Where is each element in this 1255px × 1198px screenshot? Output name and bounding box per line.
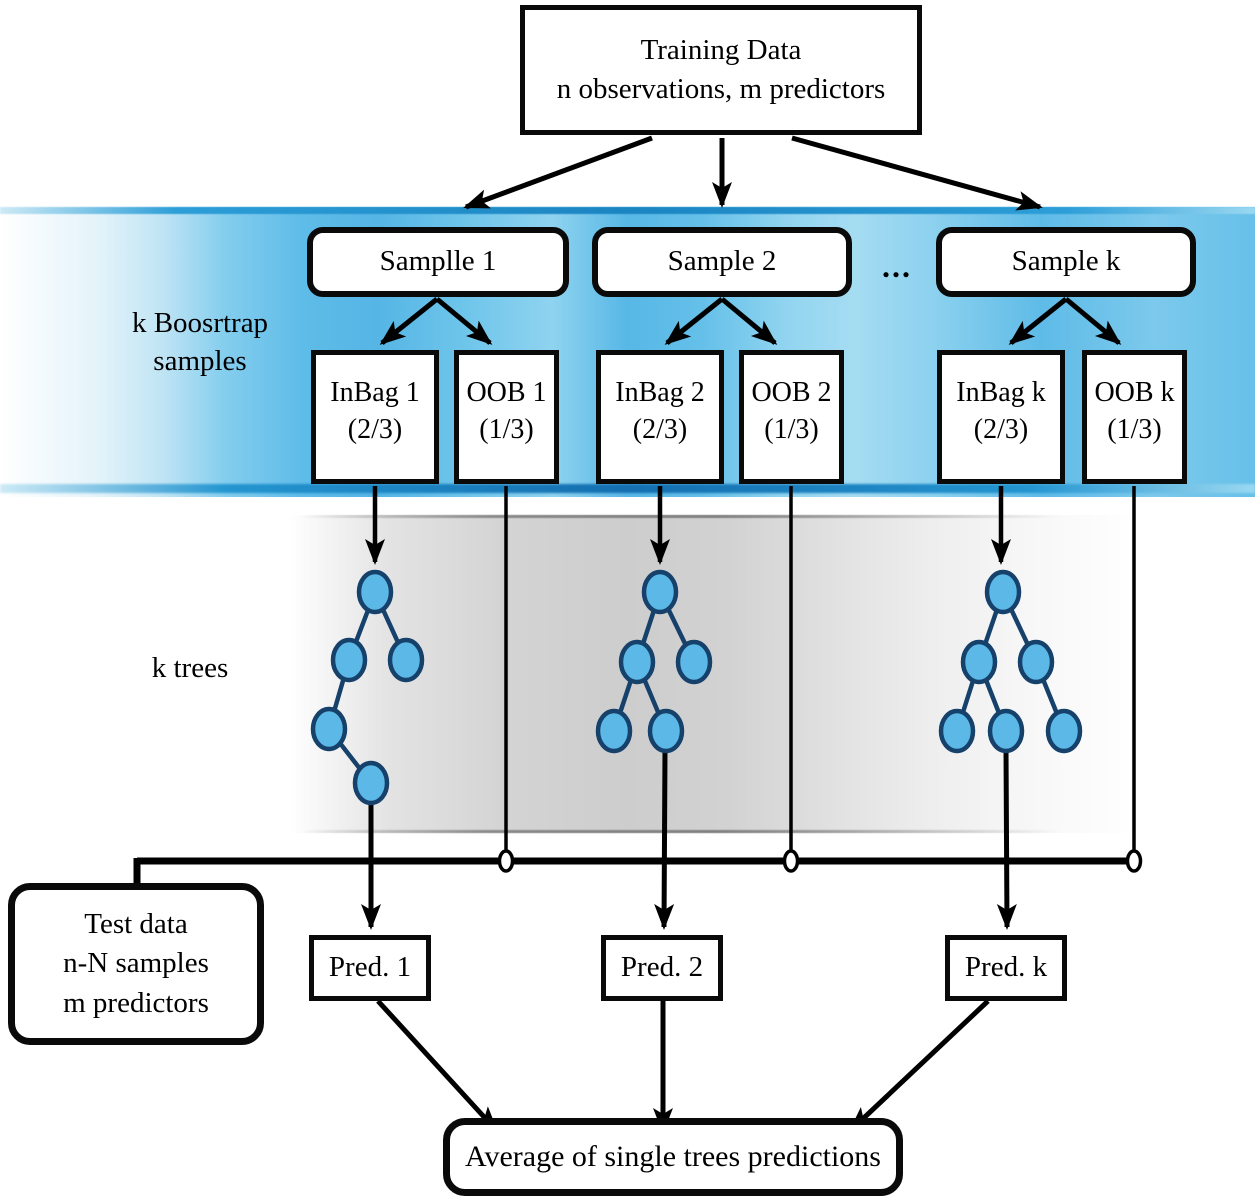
sample-split-arrows (379, 297, 1122, 345)
inbag-k-fraction: (2/3) (973, 414, 1029, 445)
sample-box-k: Sample k (936, 227, 1196, 297)
bootstrap-label-line1: k Boosrtrap (131, 307, 269, 339)
inbag-2-fraction: (2/3) (632, 414, 688, 445)
junction-circles (497, 849, 1143, 873)
sample-box-1: Samplle 1 (307, 227, 569, 297)
tree-node (675, 639, 713, 685)
test-data-junction-line (133, 857, 1136, 888)
tree-node (984, 569, 1022, 615)
test-data-line1: Test data (84, 908, 188, 941)
pred-box-k: Pred. k (945, 935, 1067, 1001)
pred-2-label: Pred. 2 (620, 951, 704, 984)
trees-band-top-edge (300, 515, 1060, 518)
tree-node (352, 760, 390, 806)
pred-to-average-arrows (376, 999, 990, 1134)
tree-node (1017, 639, 1055, 685)
tree-node (1045, 708, 1083, 754)
sample-box-2: Sample 2 (592, 227, 852, 297)
bootstrap-band-bottom-edge (0, 484, 1255, 493)
inbag-2-name: InBag 2 (615, 377, 705, 409)
oob-lines (504, 486, 1136, 854)
sample-k-label: Sample k (1011, 245, 1121, 278)
tree-to-pred-arrows (361, 749, 1017, 930)
tree-2 (595, 569, 713, 754)
inbag-to-tree-arrows (365, 486, 1011, 565)
tree-node (960, 639, 998, 685)
inbag-k-name: InBag k (956, 377, 1046, 409)
tree-node (938, 708, 976, 754)
oob-box-k: OOB k (1/3) (1082, 350, 1187, 484)
training-data-box: Training Data n observations, m predicto… (520, 5, 922, 135)
junction-circle-1 (497, 849, 515, 873)
bootstrap-band-top-edge (0, 207, 1255, 214)
training-to-samples-arrows (463, 135, 1043, 211)
junction-circle-2 (782, 849, 800, 873)
test-data-line3: m predictors (63, 986, 209, 1019)
pred-box-1: Pred. 1 (309, 935, 431, 1001)
oob-box-1: OOB 1 (1/3) (454, 350, 559, 484)
pred-box-2: Pred. 2 (601, 935, 723, 1001)
tree-node (987, 708, 1025, 754)
ellipsis: ... (882, 248, 912, 284)
oob-k-name: OOB k (1094, 377, 1175, 409)
tree-k (938, 569, 1083, 754)
tree-1 (310, 569, 425, 806)
average-label: Average of single trees predictions (465, 1140, 881, 1173)
oob-2-name: OOB 2 (751, 377, 832, 409)
tree-node (641, 569, 679, 615)
k-trees-label: k trees (151, 652, 229, 684)
tree-node (595, 708, 633, 754)
oob-1-fraction: (1/3) (479, 414, 534, 445)
tree-node (310, 706, 348, 752)
oob-2-fraction: (1/3) (764, 414, 819, 445)
tree-node (387, 637, 425, 683)
average-box: Average of single trees predictions (443, 1118, 903, 1196)
oob-box-2: OOB 2 (1/3) (739, 350, 844, 484)
tree-node (356, 569, 394, 615)
pred-1-label: Pred. 1 (328, 951, 412, 984)
training-data-line1: Training Data (640, 33, 802, 66)
inbag-box-k: InBag k (2/3) (937, 350, 1065, 484)
tree-node (647, 708, 685, 754)
pred-k-label: Pred. k (964, 951, 1048, 984)
tree-node (618, 639, 656, 685)
junction-circle-k (1125, 849, 1143, 873)
bootstrap-label-line2: samples (153, 344, 247, 377)
bootstrap-samples-label: k Boosrtrap samples (85, 305, 315, 380)
inbag-box-1: InBag 1 (2/3) (311, 350, 439, 484)
oob-k-fraction: (1/3) (1107, 414, 1162, 445)
inbag-box-2: InBag 2 (2/3) (596, 350, 724, 484)
test-data-line2: n-N samples (63, 947, 209, 980)
sample-2-label: Sample 2 (667, 245, 777, 278)
training-data-line2: n observations, m predictors (556, 73, 886, 105)
oob-1-name: OOB 1 (466, 377, 547, 409)
trees-band-bottom-edge (300, 830, 1060, 833)
inbag-1-name: InBag 1 (330, 377, 420, 409)
sample-1-label: Samplle 1 (379, 245, 497, 278)
inbag-1-fraction: (2/3) (347, 414, 403, 445)
test-data-box: Test data n-N samples m predictors (8, 883, 264, 1045)
tree-node (330, 637, 368, 683)
